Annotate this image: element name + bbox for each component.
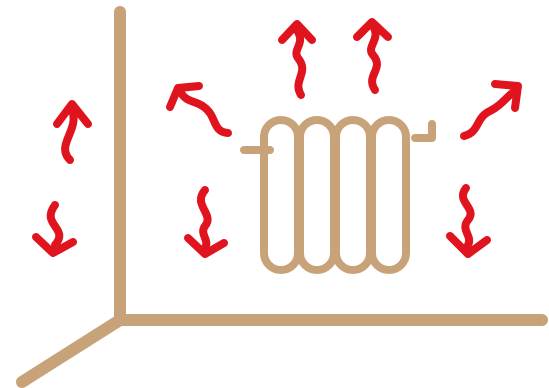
heat-arrows	[32, 18, 522, 258]
arrow-down-right	[446, 184, 491, 258]
radiator-section-3	[332, 116, 374, 274]
arrow-up-right-diagonal	[460, 80, 522, 140]
radiator-section-2	[296, 116, 338, 274]
room-corner	[16, 6, 548, 388]
radiator-section-4	[368, 116, 410, 274]
arrow-down-left-center	[184, 186, 228, 258]
radiator-pipe-right	[411, 120, 436, 142]
arrow-up-center-right	[353, 18, 392, 94]
arrow-up-left-diagonal	[166, 82, 232, 137]
perspective-line	[16, 314, 126, 388]
arrow-up-left-wall	[53, 100, 92, 164]
arrow-up-center-left	[278, 20, 316, 99]
arrow-down-left-wall	[32, 201, 77, 257]
radiator-icon	[240, 116, 436, 274]
radiator-section-1	[260, 116, 302, 274]
